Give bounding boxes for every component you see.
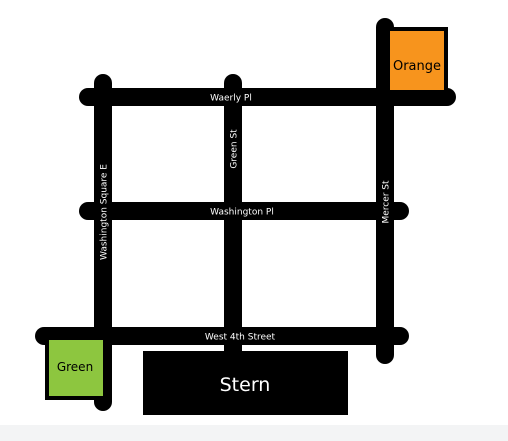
label-washington-pl: Washington Pl: [210, 208, 274, 218]
label-waverly-pl: Waerly Pl: [210, 94, 252, 104]
label-mercer-st: Mercer St: [382, 180, 392, 224]
green-building[interactable]: [45, 336, 107, 400]
bottom-band: [0, 425, 508, 441]
label-washington-square-e: Washington Square E: [100, 164, 110, 260]
orange-building[interactable]: [386, 27, 448, 94]
label-green-st: Green St: [230, 129, 240, 169]
stern-building-label: Stern: [220, 374, 271, 396]
stern-building[interactable]: [143, 351, 348, 415]
label-west-4th: West 4th Street: [205, 333, 276, 343]
green-building-label: Green: [57, 360, 93, 374]
orange-building-label: Orange: [393, 59, 441, 74]
